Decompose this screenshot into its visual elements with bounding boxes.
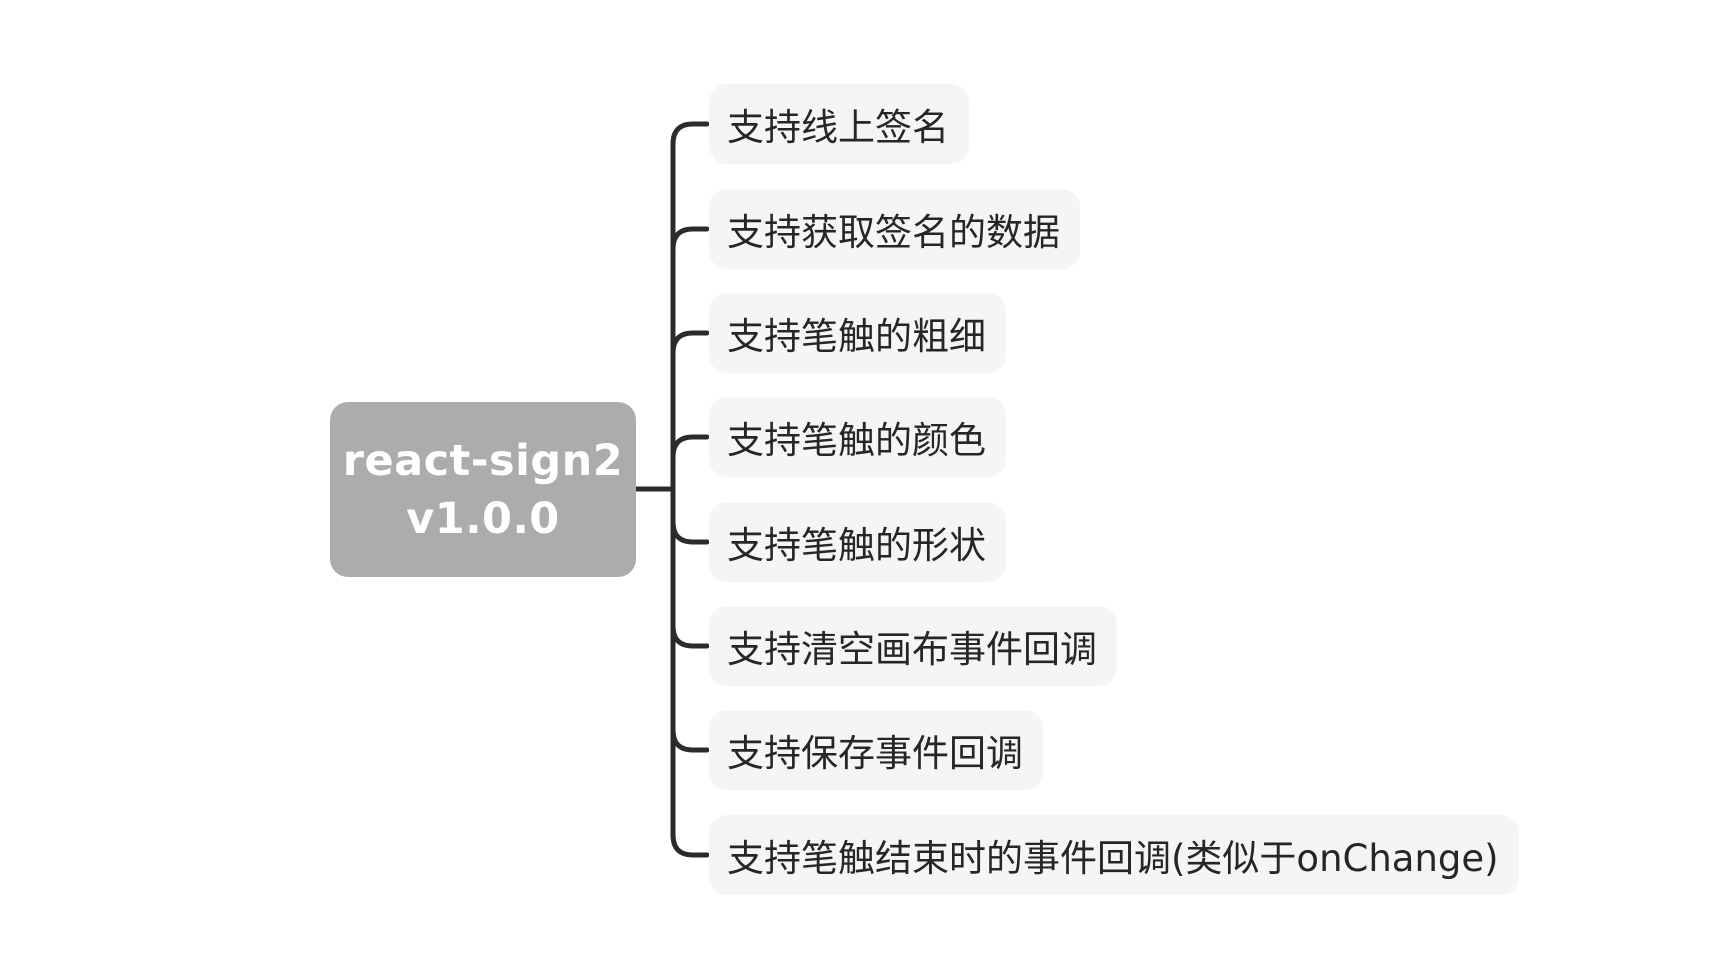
- subtopic-node[interactable]: 支持笔触的粗细: [709, 293, 1006, 373]
- branch-connector: [670, 330, 710, 356]
- subtopic-node[interactable]: 支持获取签名的数据: [709, 189, 1080, 269]
- subtopic-node[interactable]: 支持保存事件回调: [709, 710, 1043, 790]
- subtopic-node[interactable]: 支持清空画布事件回调: [709, 606, 1117, 686]
- branch-connector: [670, 486, 710, 545]
- subtopic-label: 支持保存事件回调: [727, 732, 1023, 775]
- root-topic-node[interactable]: react-sign2 v1.0.0: [330, 402, 636, 577]
- subtopic-label: 支持笔触的粗细: [727, 315, 986, 358]
- branch-connector: [670, 121, 710, 492]
- branch-connector: [670, 434, 710, 460]
- branch-connector: [670, 226, 710, 252]
- subtopic-label: 支持笔触的颜色: [727, 419, 986, 462]
- subtopic-node[interactable]: 支持线上签名: [709, 84, 969, 164]
- subtopic-label: 支持笔触结束时的事件回调(类似于onChange): [727, 837, 1499, 880]
- subtopic-node[interactable]: 支持笔触结束时的事件回调(类似于onChange): [709, 815, 1519, 895]
- subtopic-label: 支持笔触的形状: [727, 524, 986, 567]
- subtopic-label: 支持清空画布事件回调: [727, 628, 1097, 671]
- subtopic-label: 支持线上签名: [727, 106, 949, 149]
- branch-connector: [670, 727, 710, 858]
- subtopic-node[interactable]: 支持笔触的形状: [709, 502, 1006, 582]
- subtopic-node[interactable]: 支持笔触的颜色: [709, 397, 1006, 477]
- root-topic-version: v1.0.0: [406, 493, 560, 544]
- subtopic-label: 支持获取签名的数据: [727, 211, 1060, 254]
- root-topic-title: react-sign2: [342, 435, 624, 486]
